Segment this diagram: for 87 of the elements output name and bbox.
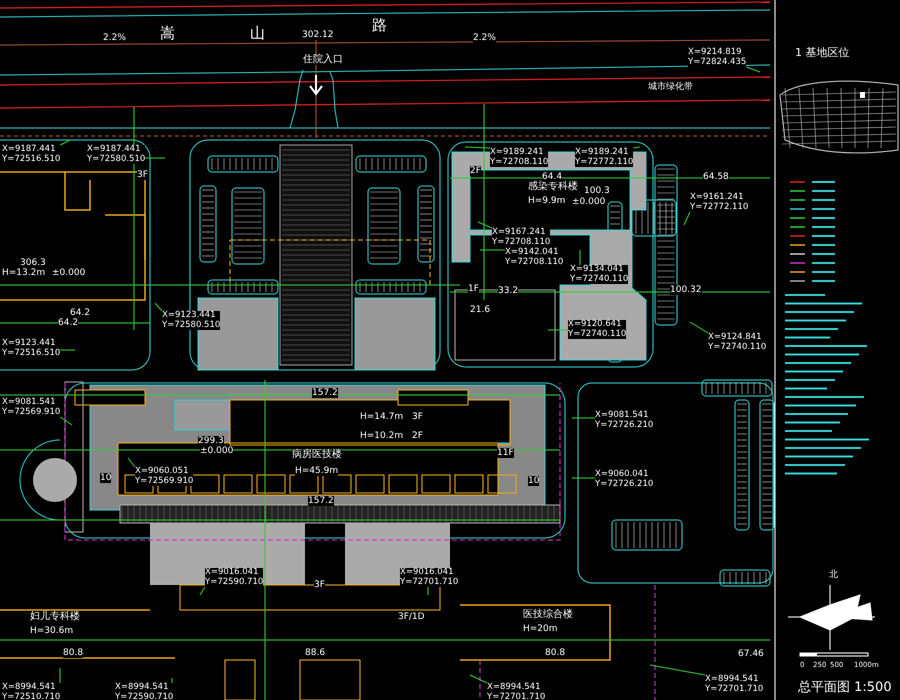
- coordinate-label: X=9187.441 Y=72580.510: [87, 145, 146, 164]
- floor-label: 2F: [412, 431, 423, 441]
- leader-line: [478, 222, 492, 228]
- entrance-label: 住院入口: [303, 55, 343, 65]
- dimension-label: 88.6: [305, 648, 326, 658]
- elevation-label: ±0.000: [52, 268, 86, 278]
- dimension-label: 80.8: [545, 648, 566, 658]
- leader-line: [464, 146, 490, 148]
- leader-line: [690, 322, 708, 334]
- dimension-label: 64.2: [70, 308, 90, 318]
- coordinate-label: X=9060.041 Y=72726.210: [595, 470, 654, 489]
- coordinate-label: X=9189.241 Y=72708.110: [490, 148, 548, 167]
- leader-line: [684, 212, 690, 226]
- coordinate-label: X=9120.641 Y=72740.110: [568, 320, 626, 339]
- leader-line: [632, 146, 640, 148]
- coordinate-label: X=9060.051 Y=72569.910: [135, 467, 194, 486]
- building-name: 病房医技楼: [292, 450, 342, 460]
- north-label: 北: [829, 570, 838, 580]
- coordinate-label: X=9016.041 Y=72701.710: [400, 568, 458, 587]
- dimension-label: 21.6: [470, 305, 490, 315]
- building-name: 医技综合楼: [523, 610, 573, 620]
- elevation-label: 302.12: [302, 30, 334, 40]
- leader-line: [60, 140, 70, 146]
- height-label: H=10.2m: [360, 431, 404, 441]
- coordinate-label: X=9167.241 Y=72708.110: [492, 228, 550, 247]
- floor-label: 3F/1D: [398, 612, 425, 622]
- coordinate-label: X=9189.241 Y=72772.110: [575, 148, 634, 167]
- dimension-label: 64.4: [542, 172, 562, 182]
- height-label: H=20m: [523, 624, 558, 634]
- height-label: H=9.9m: [528, 196, 566, 206]
- coordinate-label: X=8994.541 Y=72510.710: [2, 683, 60, 700]
- road-name: 路: [372, 20, 387, 30]
- dimension-label: 64.58: [703, 172, 729, 182]
- slope-label: 2.2%: [103, 33, 126, 43]
- dimension-label: 67.46: [738, 649, 764, 659]
- coordinate-label: X=8994.541 Y=72701.710: [487, 683, 546, 700]
- slope-label: 2.2%: [473, 33, 496, 43]
- height-label: H=13.2m: [2, 268, 46, 278]
- dimension-label: 10: [100, 473, 112, 483]
- leader-line: [128, 458, 136, 468]
- coordinate-label: X=9124.841 Y=72740.110: [708, 333, 766, 352]
- leader-line: [650, 664, 706, 676]
- coordinate-label: X=9134.041 Y=72740.110: [570, 265, 628, 284]
- height-label: H=30.6m: [30, 626, 74, 636]
- drawing-title: 总平面图 1:500: [798, 680, 892, 695]
- floor-label: 3F: [314, 580, 325, 590]
- building-name: 妇儿专科楼: [30, 612, 80, 622]
- coordinate-label: X=9161.241 Y=72772.110: [690, 193, 748, 212]
- elevation-label: 299.3: [198, 436, 224, 446]
- coordinate-label: X=9187.441 Y=72516.510: [2, 145, 60, 164]
- coordinate-label: X=9081.541 Y=72569.910: [2, 398, 60, 417]
- coordinate-label: X=9016.041 Y=72590.710: [205, 568, 264, 587]
- road-name: 山: [250, 28, 265, 38]
- elevation-label: ±0.000: [200, 446, 234, 456]
- road-name: 嵩: [160, 28, 175, 38]
- floor-label: 11F: [497, 448, 514, 458]
- leader-line: [470, 674, 488, 684]
- floor-label: 1F: [468, 284, 479, 294]
- coordinate-label: X=9081.541 Y=72726.210: [595, 411, 654, 430]
- coordinate-label: X=9214.819 Y=72824.435: [688, 48, 746, 67]
- map-title: 1 基地区位: [795, 48, 850, 58]
- dimension-label: 157.2: [312, 388, 338, 398]
- dimension-label: 157.2: [308, 496, 334, 506]
- coordinate-label: X=9123.441 Y=72580.510: [162, 311, 220, 330]
- coordinate-label: X=8994.541 Y=72701.710: [705, 675, 764, 694]
- leader-line: [746, 66, 760, 72]
- elevation-label: ±0.000: [572, 197, 606, 207]
- dimension-label: 33.2: [498, 286, 518, 296]
- leader-line: [60, 416, 72, 426]
- dimension-label: 100.32: [670, 285, 702, 295]
- height-label: H=14.7m: [360, 412, 404, 422]
- dimension-label: 80.8: [63, 648, 84, 658]
- area-label: 城市绿化带: [648, 82, 693, 92]
- coordinate-label: X=9142.041 Y=72708.110: [505, 248, 564, 267]
- dimension-label: 10: [528, 476, 540, 486]
- floor-label: 3F: [412, 412, 423, 422]
- coordinate-label: X=8994.541 Y=72590.710: [115, 683, 174, 700]
- floor-label: 3F: [137, 170, 148, 180]
- elevation-label: 306.3: [20, 258, 46, 268]
- building-name: 感染专科楼: [528, 182, 578, 192]
- coordinate-label: X=9123.441 Y=72516.510: [2, 339, 60, 358]
- leader-line: [154, 302, 162, 312]
- leader-line: [200, 586, 206, 596]
- height-label: H=45.9m: [295, 466, 338, 476]
- dimension-label: 64.2: [58, 318, 78, 328]
- elevation-label: 100.3: [584, 186, 610, 196]
- floor-label: 2F: [470, 166, 481, 176]
